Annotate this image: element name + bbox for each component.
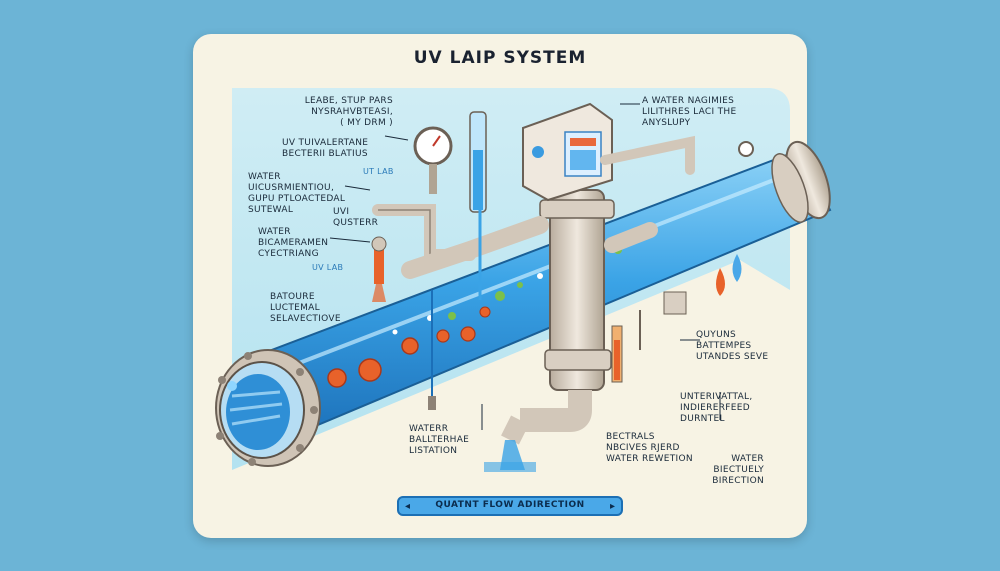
label-water-2: WATER BICAMERAMEN CYECTRIANG bbox=[258, 227, 329, 259]
label-top-right: A WATER NAGIMIES LILITHRES LACI THE ANYS… bbox=[642, 96, 737, 128]
uv-lamp-housing bbox=[522, 102, 615, 391]
main-pipe bbox=[215, 140, 832, 467]
label-bectrals: BECTRALS NBCIVES RJERD WATER REWETION bbox=[606, 432, 693, 464]
label-uv-bacteria: UV TUIVALERTANE BECTERII BLATIUS bbox=[282, 138, 369, 159]
label-uv-lab-small: UV LAB bbox=[312, 263, 344, 272]
flow-right-arrow-icon: ▸ bbox=[609, 501, 615, 512]
label-water-direction: WATER BIECTUELY BIRECTION bbox=[712, 454, 764, 486]
label-ut-lab: UT LAB bbox=[363, 167, 394, 176]
label-batoure: BATOURE LUCTEMAL SELAVECTIOVE bbox=[270, 292, 341, 324]
left-pipework bbox=[371, 111, 549, 410]
outlet-elbow bbox=[484, 390, 592, 472]
leader-lines bbox=[329, 103, 721, 430]
flow-left-arrow-icon: ◂ bbox=[405, 501, 411, 512]
label-uv-quster: UVI QUSTERR bbox=[333, 207, 379, 228]
label-waterr: WATERR BALLTERHAE LISTATION bbox=[409, 424, 470, 456]
flow-direction-bar: ◂ QUATNT FLOW ADIRECTION ▸ bbox=[397, 496, 623, 516]
label-water-1: WATER UICUSRMIENTIOU, GUPU PTLOACTEDAL S… bbox=[248, 172, 346, 215]
label-quyuns: QUYUNS BATTEMPES UTANDES SEVE bbox=[696, 330, 769, 362]
flow-direction-label: QUATNT FLOW ADIRECTION bbox=[435, 500, 585, 510]
diagram-title: UV LAIP SYSTEM bbox=[413, 48, 587, 68]
right-pipework bbox=[600, 135, 754, 383]
label-top-left: LEABE, STUP PARS NYSRAHVBTEASI, ( MY DRM… bbox=[304, 96, 393, 128]
bacteria-particles bbox=[327, 246, 622, 388]
label-untervattal: UNTERIVATTAL, INDIERERFEED DURNTEL bbox=[680, 392, 753, 424]
